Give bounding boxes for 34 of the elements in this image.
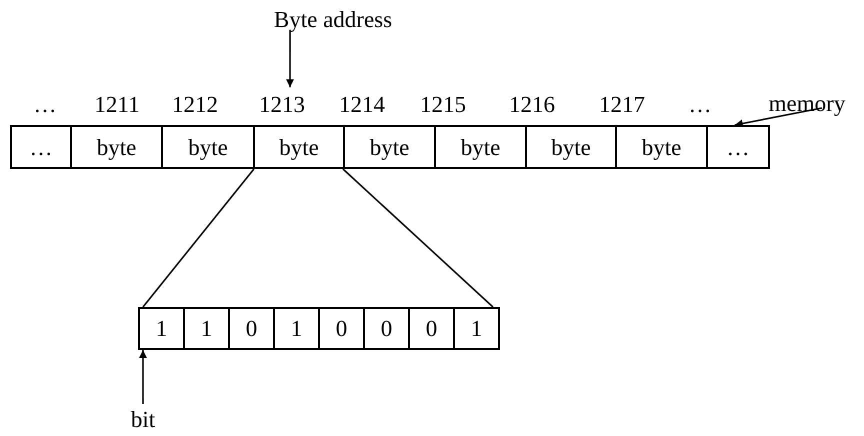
bit-cell: 1 bbox=[138, 307, 185, 350]
bit-cell: 0 bbox=[408, 307, 455, 350]
memory-cell: byte bbox=[434, 125, 527, 169]
arrow bbox=[286, 30, 294, 88]
bit-cell: 0 bbox=[318, 307, 365, 350]
bit-cell: 1 bbox=[183, 307, 230, 350]
memory-cell: byte bbox=[253, 125, 345, 169]
bit-cell: 1 bbox=[273, 307, 320, 350]
label-text: memory bbox=[752, 88, 862, 118]
address-number: 1216 bbox=[498, 90, 566, 118]
address-number: 1213 bbox=[248, 90, 316, 118]
memory-cell: byte bbox=[70, 125, 163, 169]
connector-line bbox=[342, 168, 494, 308]
address-number: 1217 bbox=[588, 90, 656, 118]
memory-cell: byte bbox=[525, 125, 617, 169]
arrow bbox=[734, 107, 822, 128]
address-number: 1211 bbox=[83, 90, 151, 118]
label-text: bit bbox=[120, 404, 166, 434]
memory-cell: byte bbox=[161, 125, 255, 169]
arrow bbox=[138, 350, 147, 404]
bit-cell: 0 bbox=[228, 307, 275, 350]
address-number: … bbox=[666, 90, 734, 118]
bit-cell: 1 bbox=[453, 307, 500, 350]
address-number: 1214 bbox=[328, 90, 396, 118]
label-text: Byte address bbox=[240, 4, 426, 34]
address-number: 1215 bbox=[409, 90, 477, 118]
memory-cell: byte bbox=[615, 125, 708, 169]
address-number: … bbox=[11, 90, 79, 118]
memory-cell: … bbox=[10, 125, 72, 169]
connector-line bbox=[142, 168, 255, 308]
memory-cell: … bbox=[706, 125, 770, 169]
address-number: 1212 bbox=[161, 90, 229, 118]
bit-cell: 0 bbox=[363, 307, 410, 350]
memory-cell: byte bbox=[343, 125, 436, 169]
